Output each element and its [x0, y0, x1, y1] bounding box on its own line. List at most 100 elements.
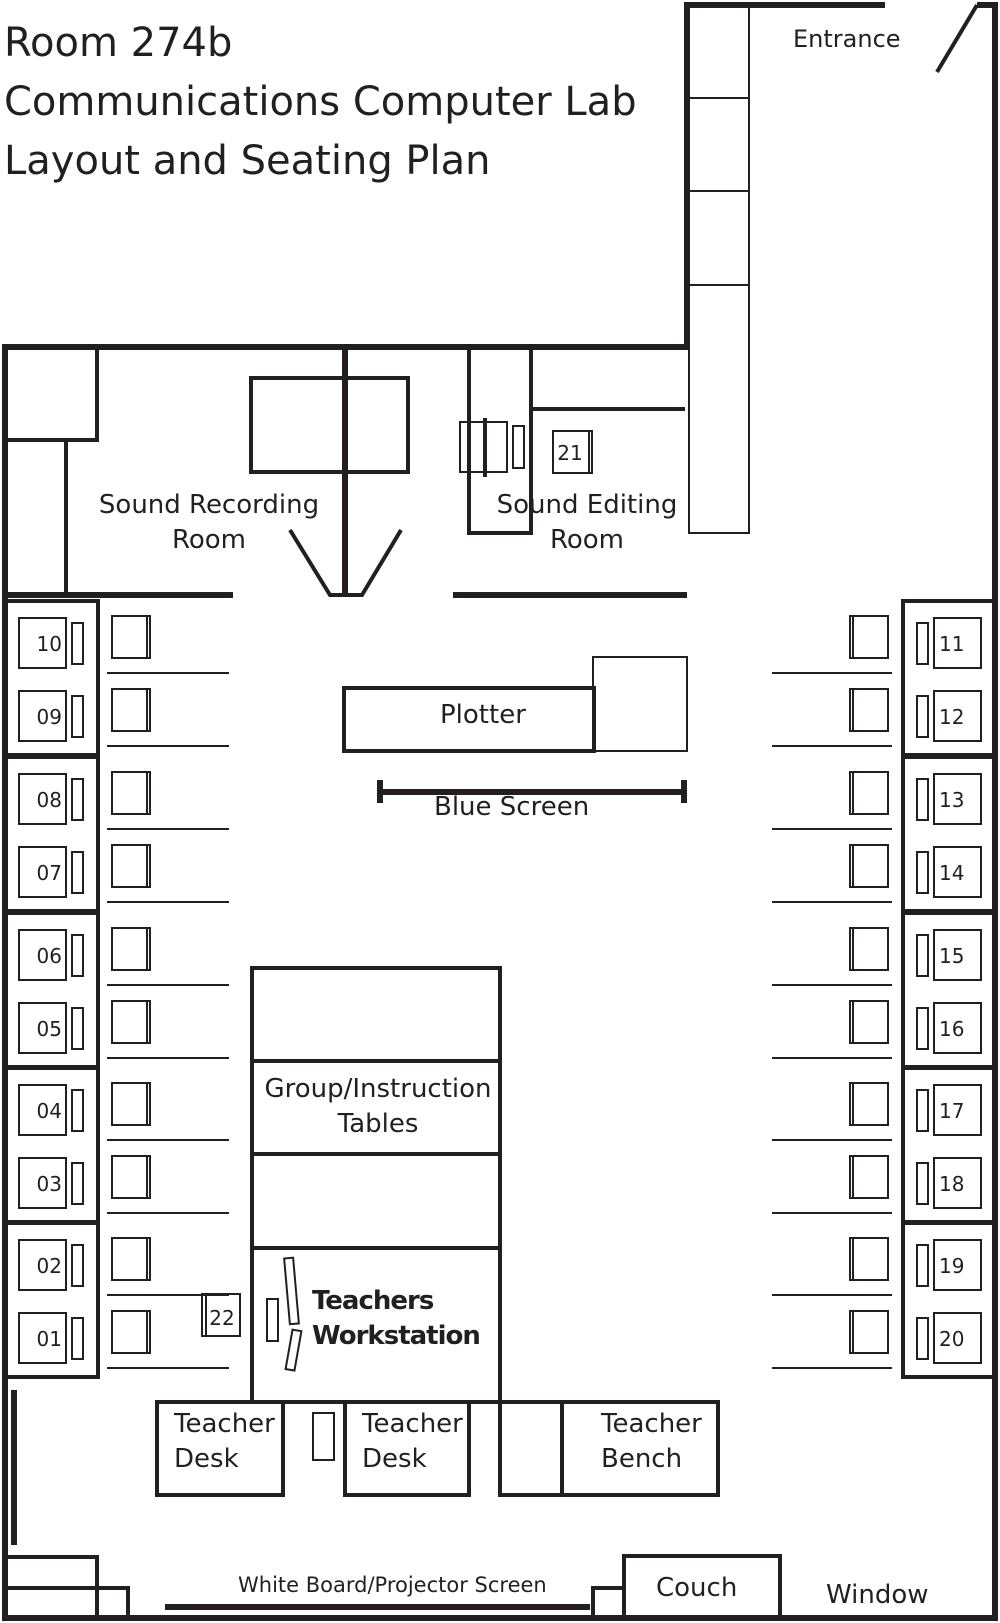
station-box[interactable]: [18, 929, 67, 981]
chair-icon: [111, 844, 151, 888]
station-number: 17: [939, 1099, 964, 1123]
chair-icon: [849, 1082, 889, 1126]
couch-label: Couch: [656, 1573, 737, 1603]
monitor-icon: [71, 1007, 84, 1050]
teacher-bench-label: Teacher: [600, 1409, 702, 1439]
station-box[interactable]: [18, 617, 67, 669]
station-box[interactable]: [18, 1002, 67, 1054]
teacher-desk-a-label-2: Desk: [174, 1444, 239, 1474]
monitor-icon: [916, 1089, 929, 1132]
teacher-desk-b: [343, 1400, 471, 1497]
monitor-icon: [916, 695, 929, 738]
station-06[interactable]: 06: [18, 927, 229, 986]
monitor-icon: [71, 851, 84, 894]
station-box[interactable]: [18, 846, 67, 898]
station-number: 12: [939, 705, 964, 729]
monitor-icon: [71, 1089, 84, 1132]
recording-room-doors: [288, 528, 403, 597]
station-14[interactable]: 14: [772, 844, 982, 903]
station-box[interactable]: [18, 1157, 67, 1209]
station-number: 13: [939, 788, 964, 812]
station-group: [901, 1221, 997, 1379]
station-box[interactable]: [18, 690, 67, 742]
entrance-label: Entrance: [793, 25, 901, 53]
sound-recording-room: [3, 345, 410, 598]
monitor-icon: [71, 934, 84, 977]
station-number: 10: [37, 632, 62, 656]
whiteboard-label: White Board/Projector Screen: [238, 1573, 547, 1597]
station-10[interactable]: 10: [18, 615, 229, 674]
chair-icon: [849, 1237, 889, 1281]
group-tables-label: Group/Instruction: [264, 1074, 491, 1104]
station-box[interactable]: [933, 773, 982, 825]
station-box[interactable]: [933, 1002, 982, 1054]
station-box[interactable]: [18, 773, 67, 825]
station-11[interactable]: 11: [772, 615, 982, 674]
station-20[interactable]: 20: [772, 1310, 982, 1369]
station-15[interactable]: 15: [772, 927, 982, 986]
plotter-label: Plotter: [440, 700, 526, 730]
chair-icon: [849, 615, 889, 659]
station-box[interactable]: [933, 1084, 982, 1136]
station-number: 07: [37, 861, 62, 885]
station-box[interactable]: [18, 1239, 67, 1291]
station-09[interactable]: 09: [18, 688, 229, 747]
station-number: 09: [37, 705, 62, 729]
left-workstation-bank: 10 09 08 07 06 05 04 03 02 01: [3, 599, 229, 1379]
station-box[interactable]: [933, 1239, 982, 1291]
teacher-bench: [498, 1400, 720, 1497]
station-box[interactable]: [933, 617, 982, 669]
monitor-icon: [916, 622, 929, 665]
sound-editing-label-2: Room: [550, 525, 624, 555]
station-box[interactable]: [933, 929, 982, 981]
monitor-icon: [71, 695, 84, 738]
sound-recording-label: Sound Recording: [99, 490, 319, 520]
chair-icon: [111, 688, 151, 732]
monitor-icon: [71, 1162, 84, 1205]
chair-icon: [111, 1000, 151, 1044]
station-05[interactable]: 05: [18, 1000, 229, 1059]
chair-icon: [849, 1000, 889, 1044]
teacher-desk-a: [155, 1400, 285, 1497]
station-number: 06: [37, 944, 62, 968]
station-17[interactable]: 17: [772, 1082, 982, 1141]
chair-icon: [111, 1237, 151, 1281]
station-19[interactable]: 19: [772, 1237, 982, 1296]
station-01[interactable]: 01: [18, 1310, 229, 1369]
station-box[interactable]: [18, 1312, 67, 1364]
chair-icon: [111, 1155, 151, 1199]
room-number-title: Room 274b: [4, 20, 232, 66]
station-box[interactable]: [933, 690, 982, 742]
station-box[interactable]: [933, 1157, 982, 1209]
station-22[interactable]: [201, 1293, 241, 1337]
station-04[interactable]: 04: [18, 1082, 229, 1141]
station-02[interactable]: 02: [18, 1237, 229, 1296]
station-number: 19: [939, 1254, 964, 1278]
teacher-chair: [312, 1412, 335, 1461]
station-13[interactable]: 13: [772, 771, 982, 830]
chair-icon: [111, 615, 151, 659]
station-18[interactable]: 18: [772, 1155, 982, 1214]
wall-cabinets: [688, 6, 750, 534]
entrance-door[interactable]: [935, 3, 979, 74]
station-07[interactable]: 07: [18, 844, 229, 903]
station-number: 20: [939, 1327, 964, 1351]
bottom-wall-features: [3, 1390, 782, 1620]
teachers-workstation[interactable]: [266, 1256, 303, 1372]
station-12[interactable]: 12: [772, 688, 982, 747]
monitor-icon: [916, 1007, 929, 1050]
station-box[interactable]: [18, 1084, 67, 1136]
chair-icon: [111, 1310, 151, 1354]
station-08[interactable]: 08: [18, 771, 229, 830]
station-number: 04: [37, 1099, 62, 1123]
station-box[interactable]: [933, 1312, 982, 1364]
station-box[interactable]: [933, 846, 982, 898]
monitor-icon: [71, 778, 84, 821]
station-16[interactable]: 16: [772, 1000, 982, 1059]
station-03[interactable]: 03: [18, 1155, 229, 1214]
monitor-icon: [71, 1244, 84, 1287]
station-number: 08: [37, 788, 62, 812]
teachers-workstation-label: Teachers: [312, 1286, 434, 1316]
station-21[interactable]: [552, 430, 593, 474]
